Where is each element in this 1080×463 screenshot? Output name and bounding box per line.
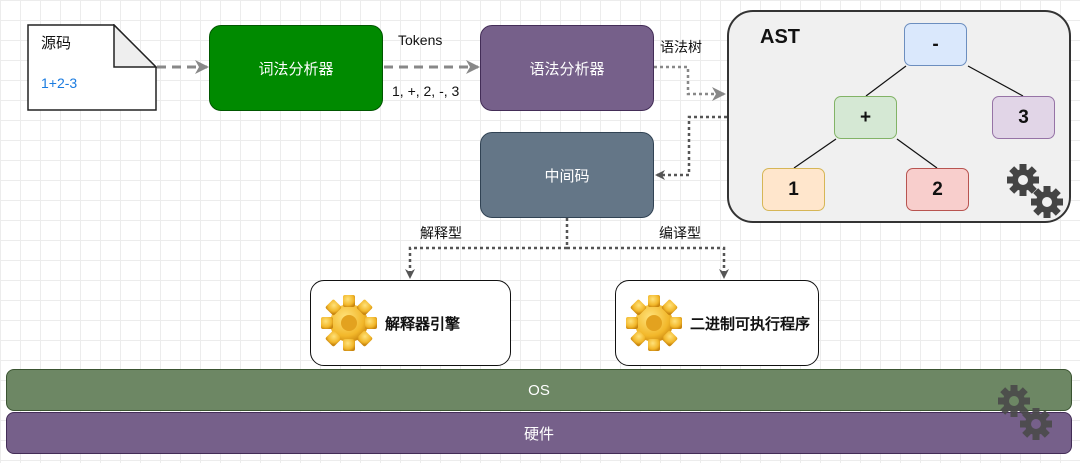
os-label: OS <box>528 381 550 399</box>
binary-executable-label: 二进制可执行程序 <box>690 315 811 333</box>
document-shape <box>27 24 157 111</box>
tokens-title: Tokens <box>398 32 443 48</box>
hardware-layer: 硬件 <box>6 412 1072 454</box>
gear-icon <box>321 295 377 351</box>
lexer-label: 词法分析器 <box>258 60 334 78</box>
ast-node-1: 1 <box>762 168 825 211</box>
ast-node-plus: + <box>834 96 897 139</box>
layer-gears-icon <box>998 385 1052 440</box>
parser-label: 语法分析器 <box>529 60 605 78</box>
ast-node-2: 2 <box>906 168 969 211</box>
ast-node-minus: - <box>904 23 967 66</box>
arrow-parser-to-ast <box>654 65 726 101</box>
intermediate-code-label: 中间码 <box>544 167 590 185</box>
hardware-label: 硬件 <box>523 425 554 443</box>
interpreted-label: 解释型 <box>420 225 462 241</box>
syntax-tree-label: 语法树 <box>660 39 702 55</box>
ast-node-3: 3 <box>992 96 1055 139</box>
intermediate-code-box: 中间码 <box>480 132 654 218</box>
source-doc-code: 1+2-3 <box>41 75 78 91</box>
tokens-values: 1, +, 2, -, 3 <box>392 83 460 99</box>
arrow-ast-to-ir <box>655 115 727 180</box>
compiled-label: 编译型 <box>659 225 701 241</box>
source-code-document: 源码 1+2-3 <box>27 24 157 111</box>
gear-icon <box>626 295 682 351</box>
os-layer: OS <box>6 369 1072 411</box>
gears-icon <box>1007 164 1063 218</box>
source-doc-title: 源码 <box>41 35 72 52</box>
interpreter-engine-box: 解释器引擎 <box>310 280 511 366</box>
parser-box: 语法分析器 <box>480 25 654 111</box>
binary-executable-box: 二进制可执行程序 <box>615 280 819 366</box>
arrow-ir-to-interpreter <box>405 246 567 279</box>
ast-title: AST <box>760 26 800 48</box>
lexer-box: 词法分析器 <box>209 25 383 111</box>
interpreter-engine-label: 解释器引擎 <box>385 315 461 333</box>
arrow-ir-to-binary <box>567 246 729 279</box>
